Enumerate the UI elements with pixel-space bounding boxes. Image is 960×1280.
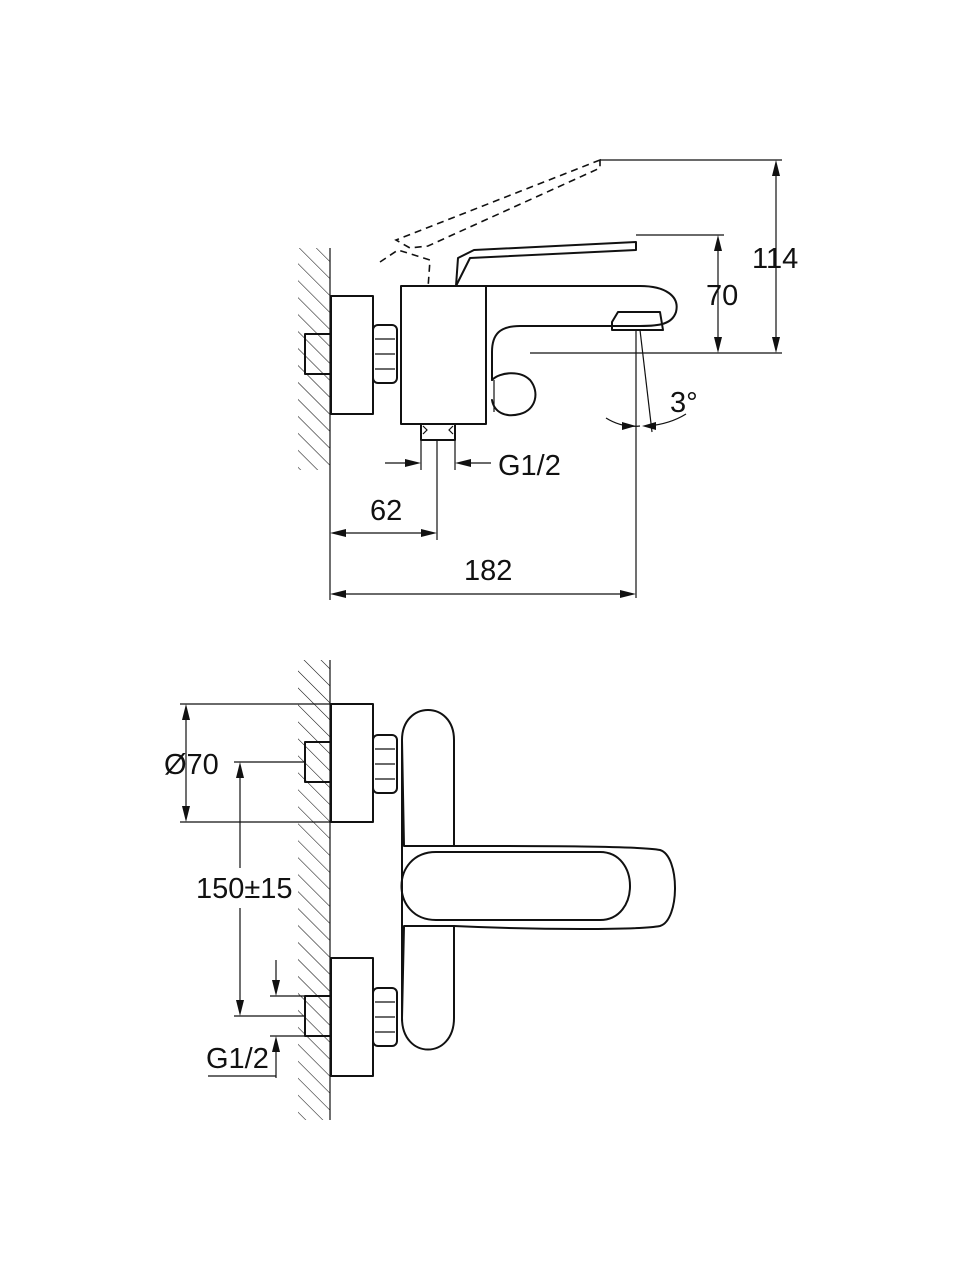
dim-62-label: 62 [370, 495, 402, 527]
wall-hatch-front [298, 660, 331, 1120]
dim-182: 182 [330, 555, 636, 598]
dim-182-label: 182 [464, 555, 512, 587]
dim-diameter-label: Ø70 [164, 749, 219, 781]
handle-front [400, 845, 676, 930]
dim-thread-side-label: G1/2 [498, 450, 561, 482]
dim-center-distance: 150±15 [194, 761, 305, 1017]
dim-thread-front: G1/2 [206, 960, 305, 1078]
dim-thread-front-label: G1/2 [206, 1043, 269, 1075]
dim-114: 114 [530, 159, 798, 354]
mixer-body-front [401, 709, 455, 1051]
dim-angle: 3° [605, 329, 698, 598]
dim-70-label: 70 [706, 280, 738, 312]
dim-thread-side: G1/2 [385, 440, 561, 482]
dim-114-label: 114 [752, 243, 798, 275]
dim-62: 62 [329, 440, 438, 600]
dim-center-distance-label: 150±15 [196, 873, 293, 905]
side-view: 114 70 3° G1/2 [298, 158, 798, 600]
upper-eccentric [304, 703, 398, 823]
handle-lever-side [455, 241, 637, 287]
eccentric-fitting [304, 295, 398, 415]
front-view: Ø70 150±15 G1/2 [164, 660, 676, 1120]
dim-angle-label: 3° [670, 387, 698, 419]
dim-70: 70 [636, 234, 738, 353]
mixer-body-side [400, 285, 678, 441]
handle-lever-raised [379, 158, 601, 289]
dim-diameter: Ø70 [164, 703, 331, 823]
wall-hatch-side [298, 248, 331, 470]
